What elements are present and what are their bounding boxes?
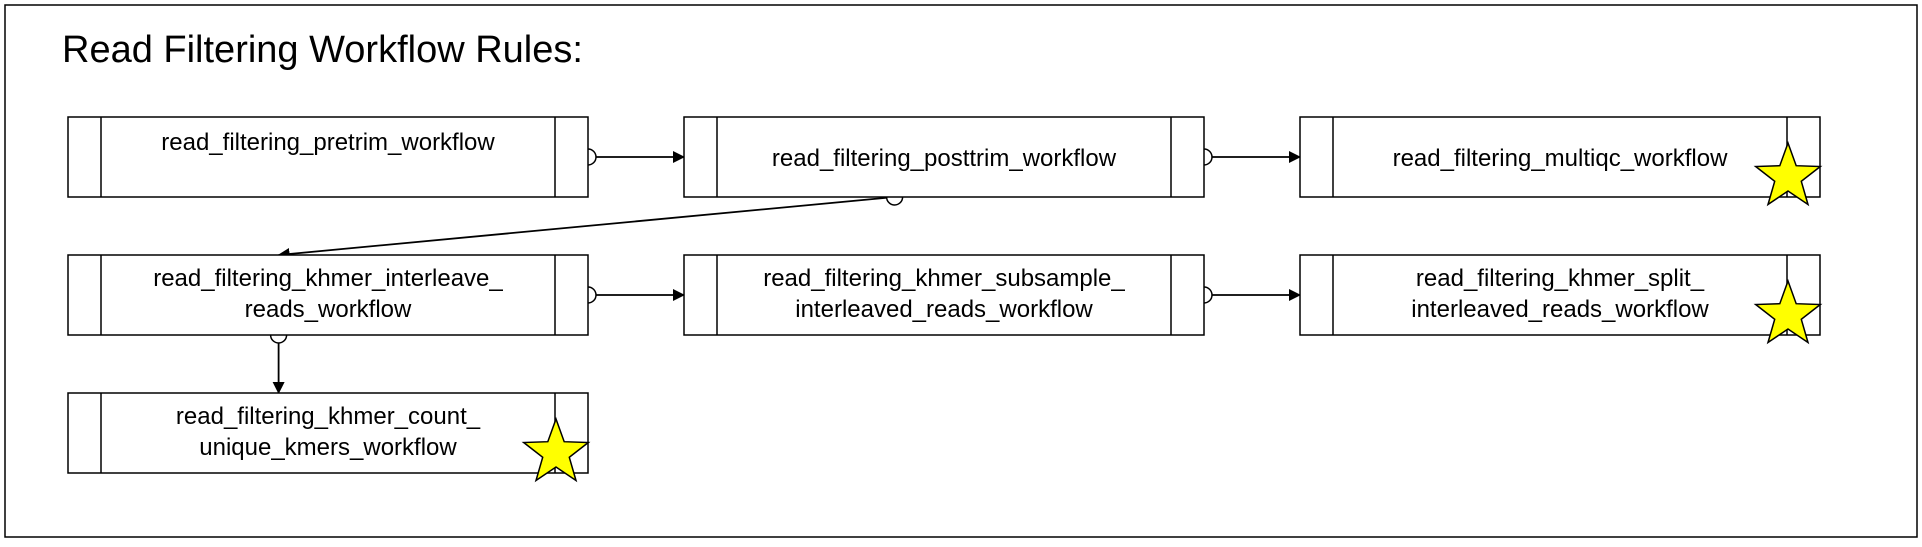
workflow-node-subsample[interactable]: read_filtering_khmer_subsample_ interleav… [683,254,1205,336]
workflow-node-split[interactable]: read_filtering_khmer_split_ interleaved_r… [1299,254,1823,345]
star-icon [1753,278,1823,345]
node-label-line: reads_workflow [245,296,412,323]
star-icon [521,416,591,483]
workflow-node-posttrim[interactable]: read_filtering_posttrim_workflow [683,116,1205,198]
node-label-line: read_filtering_khmer_split_ [1416,265,1705,292]
node-label-line: read_filtering_khmer_count_ [176,403,481,430]
node-label-line: read_filtering_pretrim_workflow [161,129,495,156]
node-box [683,116,1205,198]
node-box [683,254,1205,336]
node-box [67,254,589,336]
node-label-line: unique_kmers_workflow [199,434,457,461]
node-label-line: interleaved_reads_workflow [1411,296,1709,323]
nodes-layer: read_filtering_pretrim_workflow read_filt… [67,116,1823,483]
node-box [1299,254,1821,336]
node-label-line: interleaved_reads_workflow [795,296,1093,323]
node-box [67,116,589,198]
node-box [1299,116,1821,198]
workflow-node-interleave[interactable]: read_filtering_khmer_interleave_ reads_wo… [67,254,589,336]
workflow-node-count[interactable]: read_filtering_khmer_count_ unique_kmers_… [67,392,591,483]
node-label-line: read_filtering_khmer_interleave_ [153,265,503,292]
node-label-line: read_filtering_posttrim_workflow [772,145,1117,172]
workflow-node-multiqc[interactable]: read_filtering_multiqc_workflow [1299,116,1823,207]
node-label-line: read_filtering_multiqc_workflow [1393,145,1728,172]
diagram-title: Read Filtering Workflow Rules: [62,29,583,71]
workflow-node-pretrim[interactable]: read_filtering_pretrim_workflow [67,116,589,198]
edge-arrow [277,196,887,260]
node-box [67,392,589,474]
node-label-line: read_filtering_khmer_subsample_ [763,265,1125,292]
star-icon [1753,140,1823,207]
